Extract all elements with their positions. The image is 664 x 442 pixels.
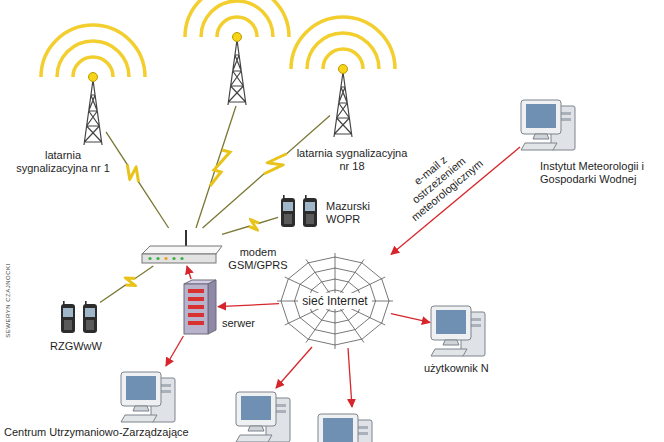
gsm-modem [142, 230, 222, 263]
radio-link [100, 266, 153, 303]
mobile-phones [281, 195, 317, 227]
link-line [100, 266, 153, 303]
node-label: modem GSM/GPRS [226, 246, 290, 272]
data-arrow [218, 304, 279, 307]
user-node: użytkownik N [430, 300, 488, 358]
arrow [276, 347, 312, 388]
node-label: użytkownik N [424, 362, 489, 375]
link-line [106, 132, 169, 228]
beacon-tower [185, 0, 289, 105]
node-label: serwer [222, 317, 255, 330]
lightning-bolt [249, 220, 259, 230]
modem-node: modem GSM/GPRS [140, 228, 222, 266]
mobile-phones [61, 301, 97, 333]
computer [121, 372, 175, 422]
internet-web [277, 253, 393, 349]
node-label: Mazurski WOPR [326, 200, 384, 226]
arrow [348, 348, 352, 407]
radio-link [196, 106, 236, 228]
server-node: serwer [182, 279, 218, 336]
lightning-bolt [125, 278, 135, 286]
node-label: Centrum Utrzymaniowo-Zarządzające [4, 426, 189, 439]
internet-node: sieć Internet [279, 254, 391, 348]
radio-link [222, 217, 278, 234]
node-label: Instytut Meteorologii i Gospodarki Wodne… [540, 160, 648, 186]
arrow-line [391, 314, 430, 323]
radio-link [106, 132, 169, 228]
computer [431, 306, 485, 356]
institute-node: Instytut Meteorologii i Gospodarki Wodne… [520, 94, 578, 152]
lightning-bolt [210, 150, 230, 186]
beacon-tower [291, 17, 395, 137]
computer [318, 414, 372, 442]
centre-node: Centrum Utrzymaniowo-Zarządzające [120, 366, 178, 424]
beacon-node: latarnia sygnalizacyjna nr 1 [80, 78, 106, 146]
link-line [222, 217, 278, 234]
author-credit: SEWERYN CZAJNOCKI [5, 263, 12, 337]
node-label: RZGWwW [50, 340, 102, 353]
arrow-line [166, 336, 183, 366]
node-label: sieć Internet [298, 293, 371, 309]
phones-node: RZGWwW [58, 300, 100, 334]
radio-link [203, 115, 330, 228]
beacon-node: latarnia sygnalizacyjna nr 18 [330, 70, 356, 138]
node-label: latarnia sygnalizacyjna nr 18 [296, 147, 408, 173]
data-arrow [187, 266, 191, 279]
data-arrow [166, 336, 183, 366]
lightning-bolt [264, 154, 287, 174]
rescue-node: Mazurski WOPR [278, 194, 320, 228]
computer [521, 100, 575, 150]
link-line [203, 115, 330, 228]
arrow-line [218, 304, 279, 307]
arrow-line [187, 266, 191, 279]
computer [236, 392, 290, 442]
beacon-tower [41, 25, 145, 145]
data-arrow [391, 314, 430, 323]
lightning-bolt [127, 165, 138, 182]
server-tower [184, 280, 216, 334]
node-label: latarnia sygnalizacyjna nr 1 [8, 149, 118, 175]
